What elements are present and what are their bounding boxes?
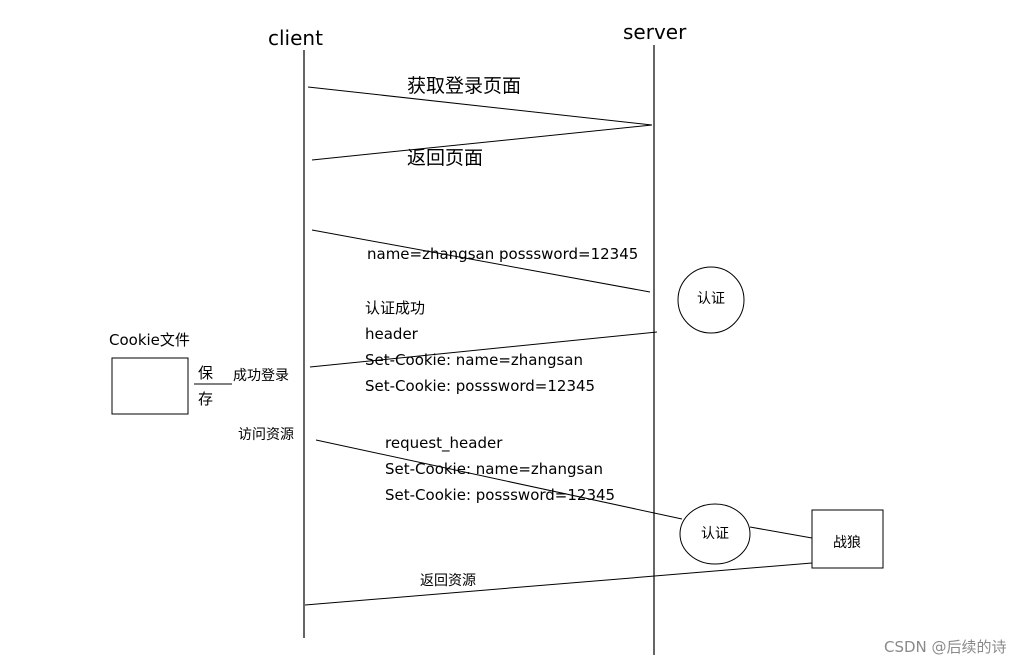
access-resource-arrow — [315, 439, 683, 520]
set-cookie-name-label: Set-Cookie: name=zhangsan — [365, 351, 583, 369]
save-char-2: 存 — [198, 390, 214, 408]
return-page-arrow — [311, 124, 653, 161]
header-label: header — [365, 325, 418, 343]
set-cookie-arrow — [309, 331, 658, 368]
return-resource-arrow — [304, 562, 813, 606]
save-char-1: 保 — [198, 364, 214, 382]
access-resource-label: 访问资源 — [238, 427, 294, 443]
csdn-watermark: CSDN @后续的诗 — [884, 638, 1007, 656]
return-page-label: 返回页面 — [407, 147, 484, 169]
request-header-label: request_header — [385, 434, 503, 452]
get-login-page-arrow — [307, 86, 653, 126]
cookie-file-label: Cookie文件 — [109, 331, 190, 349]
return-resource-label: 返回资源 — [420, 573, 476, 589]
auth-success-label: 认证成功 — [365, 299, 426, 317]
credentials-arrow — [311, 229, 651, 293]
set-cookie-password-label: Set-Cookie: posssword=12345 — [365, 377, 596, 395]
request-cookie-name-label: Set-Cookie: name=zhangsan — [385, 460, 603, 478]
server-label: server — [623, 20, 687, 44]
login-success-label: 成功登录 — [233, 368, 289, 384]
client-label: client — [268, 26, 323, 50]
auth-circle-2-label: 认证 — [701, 526, 729, 542]
credentials-label: name=zhangsan posssword=12345 — [367, 245, 639, 263]
get-login-page-label: 获取登录页面 — [407, 75, 522, 97]
auth-to-zhanlang-line — [749, 526, 813, 539]
auth-circle-2 — [679, 503, 751, 565]
cookie-file-box — [111, 357, 189, 415]
auth-circle-1 — [677, 266, 745, 334]
auth-circle-1-label: 认证 — [697, 291, 725, 307]
request-cookie-password-label: Set-Cookie: posssword=12345 — [385, 486, 616, 504]
zhanlang-box — [811, 509, 884, 569]
zhanlang-label: 战狼 — [833, 535, 861, 551]
